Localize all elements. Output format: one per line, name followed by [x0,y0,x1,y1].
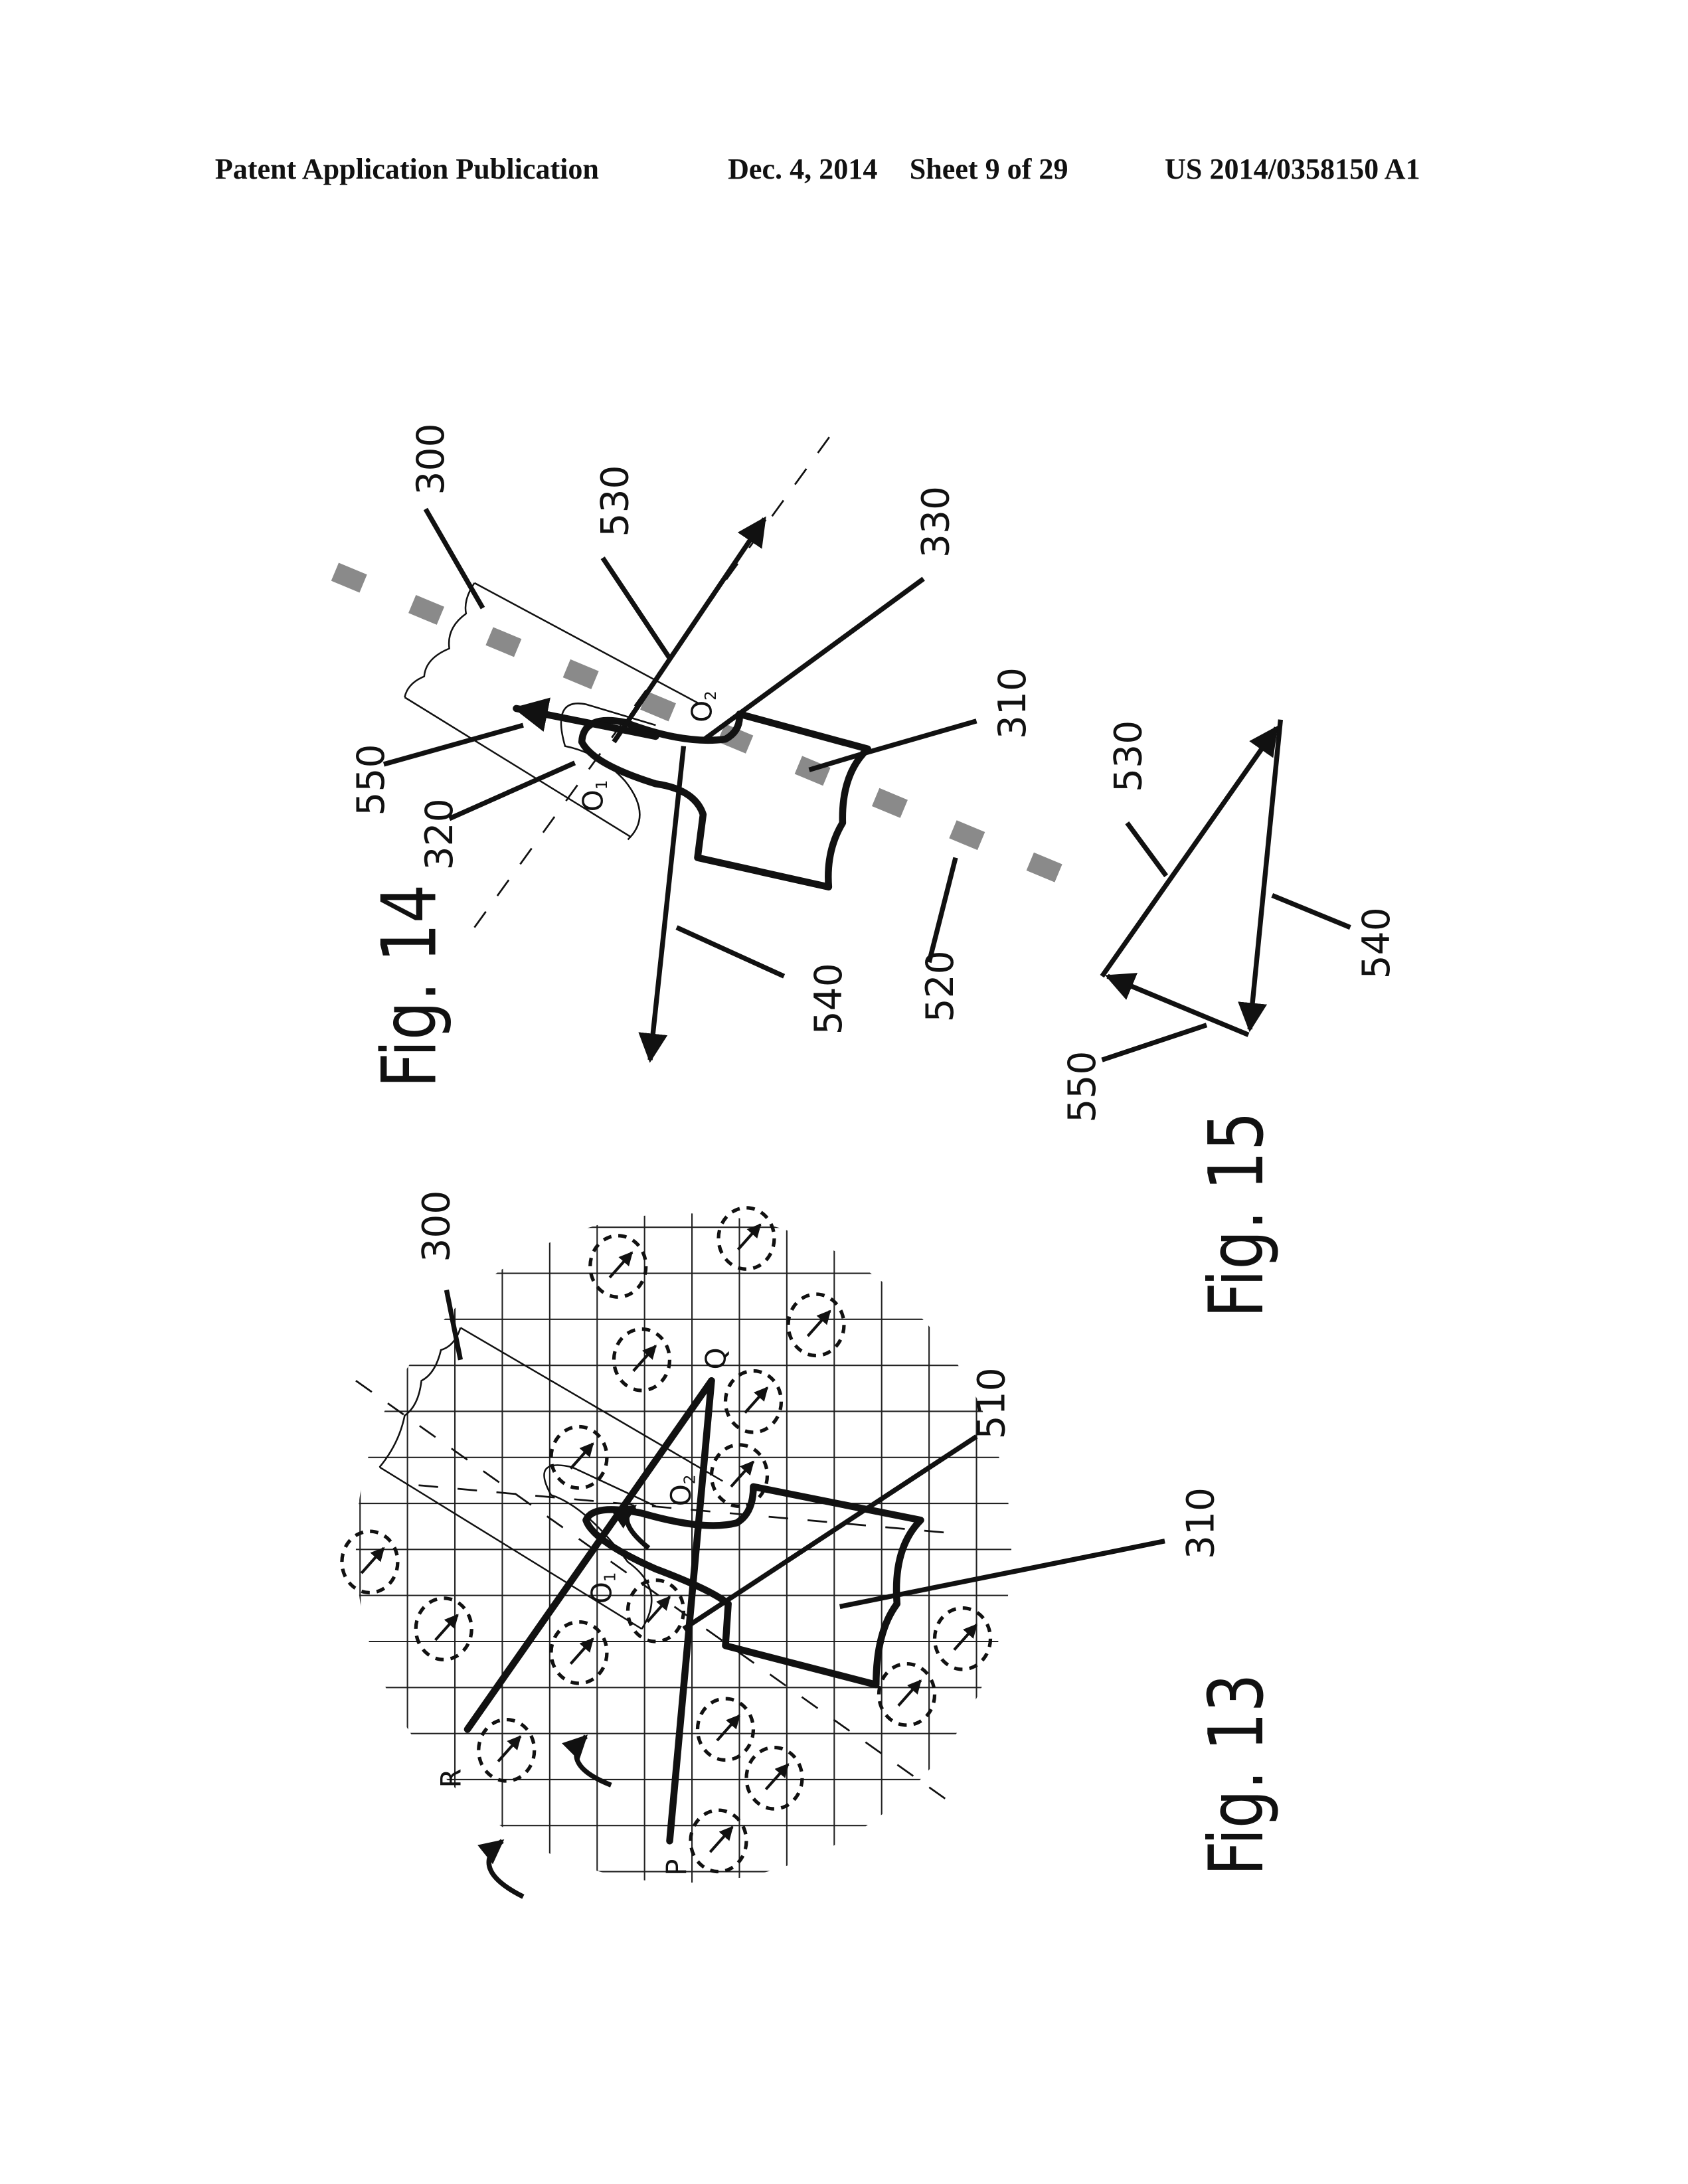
vortex-circle [877,1661,937,1727]
axis-dashed-line [473,422,841,928]
component-310-outline [582,1483,924,1689]
vortex-arrow-icon [497,1735,522,1763]
vortex-arrow-icon [632,1345,657,1372]
vortex-circle [612,1327,672,1392]
vortex-arrow-icon [569,1638,594,1665]
patent-number: US 2014/0358150 A1 [1165,153,1420,185]
vortex-arrow-icon [360,1547,385,1574]
label-r: R [434,1768,467,1788]
label-o2: O [685,701,718,722]
figure-15: 530 540 550 Fig. 15 [1060,719,1398,1318]
vortex-arrow-icon [764,1763,790,1791]
label-300: 300 [415,1191,459,1262]
rotation-arrow-lower [562,1734,612,1788]
vector-540-arrow [1238,719,1284,1033]
label-530: 530 [1106,720,1150,792]
vortex-circle [709,1443,770,1508]
label-p: P [661,1859,693,1876]
label-o1-sub: 1 [594,780,611,790]
vortex-arrow-icon [730,1460,755,1488]
vortex-circle [744,1745,804,1811]
vortex-circle [626,1578,686,1643]
line-r-q [464,1377,715,1733]
vortex-circle [340,1529,400,1595]
vortex-arrow-icon [806,1309,831,1337]
vortex-circle [477,1717,537,1783]
label-550: 550 [1060,1051,1104,1123]
component-300-outline [379,1327,723,1630]
vortex-arrow-icon [897,1679,922,1707]
vortex-arrow-icon [646,1596,671,1623]
label-330: 330 [914,486,958,558]
publication-title: Patent Application Publication [215,153,599,185]
vortex-circle [689,1808,748,1874]
vortex-circle [932,1606,993,1671]
vortex-circle [717,1206,776,1271]
vortex-circle [695,1697,756,1762]
label-o2-sub: 2 [703,691,720,701]
vector-540-arrow [638,746,687,1063]
leader-lines [382,507,977,979]
axis-dashed-line [355,1380,956,1807]
label-510: 510 [970,1367,1014,1439]
vector-550-arrow [1104,973,1250,1037]
vortex-circle [414,1596,473,1661]
figure-14: 300 530 330 310 550 320 540 520 O1 O2 Fi… [331,422,1075,1088]
label-320: 320 [418,798,462,870]
sheet-number: Sheet 9 of 29 [910,153,1068,185]
svg-text:O2: O2 [665,1475,699,1507]
label-530: 530 [593,465,637,537]
label-520: 520 [918,950,962,1022]
svg-text:O1: O1 [585,1572,619,1604]
figure-14-title: Fig. 14 [366,884,454,1088]
vortex-arrow-icon [716,1714,741,1742]
label-o2-sub: 2 [681,1475,699,1485]
vortex-circle [786,1292,846,1358]
vector-530-arrow [1100,725,1279,978]
label-310: 310 [991,667,1035,739]
leader-lines [1101,821,1351,1062]
vortex-arrow-icon [953,1624,978,1651]
publication-date: Dec. 4, 2014 [728,153,877,185]
vortex-circle [588,1234,648,1299]
vortex-circles [340,1206,993,1874]
vortex-arrow-icon [744,1386,769,1414]
label-310: 310 [1179,1487,1223,1559]
component-310-outline [578,711,871,891]
component-300-outline [404,582,701,838]
figure-15-title: Fig. 15 [1193,1112,1280,1318]
label-o2: O [665,1484,697,1506]
label-540: 540 [807,963,851,1035]
vortex-circle [549,1424,609,1490]
label-o1-sub: 1 [602,1572,620,1582]
label-540: 540 [1355,907,1398,979]
figure-13: 300 510 310 R P Q O1 O2 Fig. 13 [340,1191,1280,1899]
vortex-arrow-icon [736,1223,762,1251]
label-o1: O [585,1582,618,1604]
svg-text:O1: O1 [577,780,611,812]
axis-dashed-line-2 [418,1484,963,1535]
leader-lines [444,1290,1165,1632]
line-p-q [666,1377,715,1845]
page-header: Patent Application Publication Dec. 4, 2… [215,153,1420,185]
fig14-labels: 300 530 330 310 550 320 540 520 O1 O2 Fi… [349,423,1035,1088]
vector-550-arrow [513,697,659,740]
label-q: Q [699,1347,732,1369]
label-o1: O [577,790,610,811]
label-550: 550 [349,744,393,815]
vortex-arrow-icon [569,1442,594,1470]
vortex-arrow-icon [709,1825,734,1853]
figure-13-title: Fig. 13 [1193,1673,1280,1876]
svg-text:O2: O2 [685,691,719,722]
vortex-arrow-icon [434,1614,459,1641]
vortex-circle [549,1620,609,1685]
rotation-arrow-outer [477,1839,525,1899]
label-300: 300 [409,423,453,495]
vector-530-arrow [612,516,767,744]
rotation-arrow-center [610,1504,651,1551]
vortex-arrow-icon [608,1251,633,1279]
